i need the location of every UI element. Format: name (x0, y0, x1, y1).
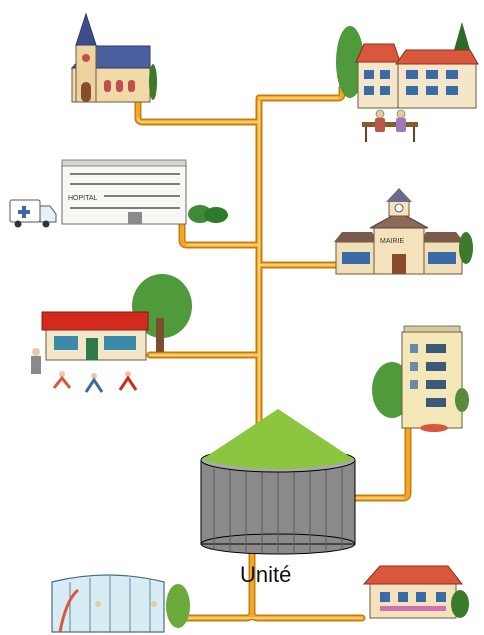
school-icon (31, 274, 192, 393)
green-dome (201, 409, 355, 469)
retirement-home-icon (336, 22, 479, 142)
town-hall-icon: MAIRIE (334, 188, 473, 275)
tank-ribs (213, 468, 343, 554)
apartment-building-icon (372, 325, 469, 432)
town-hall-sign: MAIRIE (380, 238, 404, 245)
hospital-sign: HOPITAL (68, 195, 98, 202)
house-icon (362, 565, 469, 619)
central-unit-label: Unité (240, 562, 292, 587)
central-unit (200, 409, 356, 555)
church-icon (70, 12, 157, 103)
pipe-highlight (137, 97, 404, 619)
ambulance-icon (9, 199, 57, 228)
pipe-network (134, 84, 412, 622)
swimming-pool-icon (51, 574, 190, 633)
hospital-icon: HOPITAL (61, 159, 228, 225)
